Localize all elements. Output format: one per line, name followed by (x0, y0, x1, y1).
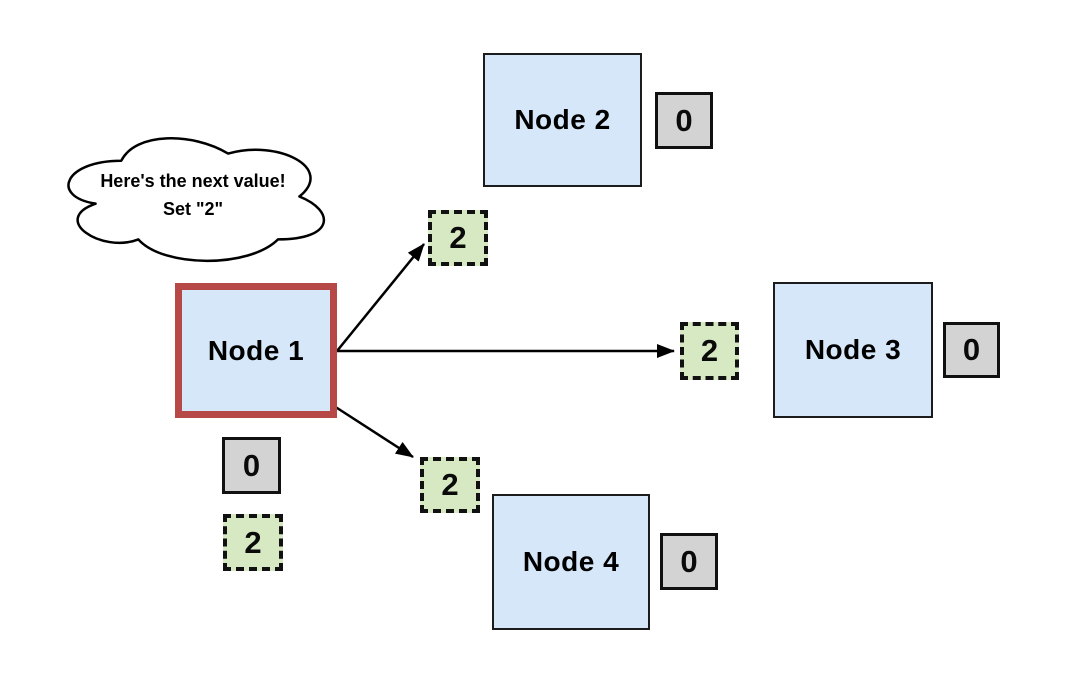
cloud-text: Here's the next value! Set "2" (66, 167, 320, 223)
arrow-node1-to-node2 (336, 243, 425, 352)
cloud-text-line1: Here's the next value! (100, 171, 286, 191)
node-2: Node 2 (483, 53, 642, 187)
node-1: Node 1 (175, 283, 337, 418)
node-4: Node 4 (492, 494, 650, 630)
cloud-text-line2: Set "2" (162, 199, 224, 219)
stored-value-node-2: 0 (655, 92, 713, 149)
speech-cloud-shape (67, 137, 326, 262)
message-value-node-1: 2 (223, 514, 283, 571)
message-value-to-node-4: 2 (420, 457, 480, 513)
message-value-to-node-2: 2 (428, 210, 488, 266)
stored-value-node-3: 0 (943, 322, 1000, 378)
node-3: Node 3 (773, 282, 933, 418)
stored-value-node-1: 0 (222, 437, 281, 494)
message-value-to-node-3: 2 (680, 322, 739, 380)
stored-value-node-4: 0 (660, 533, 718, 590)
arrow-node1-to-node4 (333, 404, 414, 459)
